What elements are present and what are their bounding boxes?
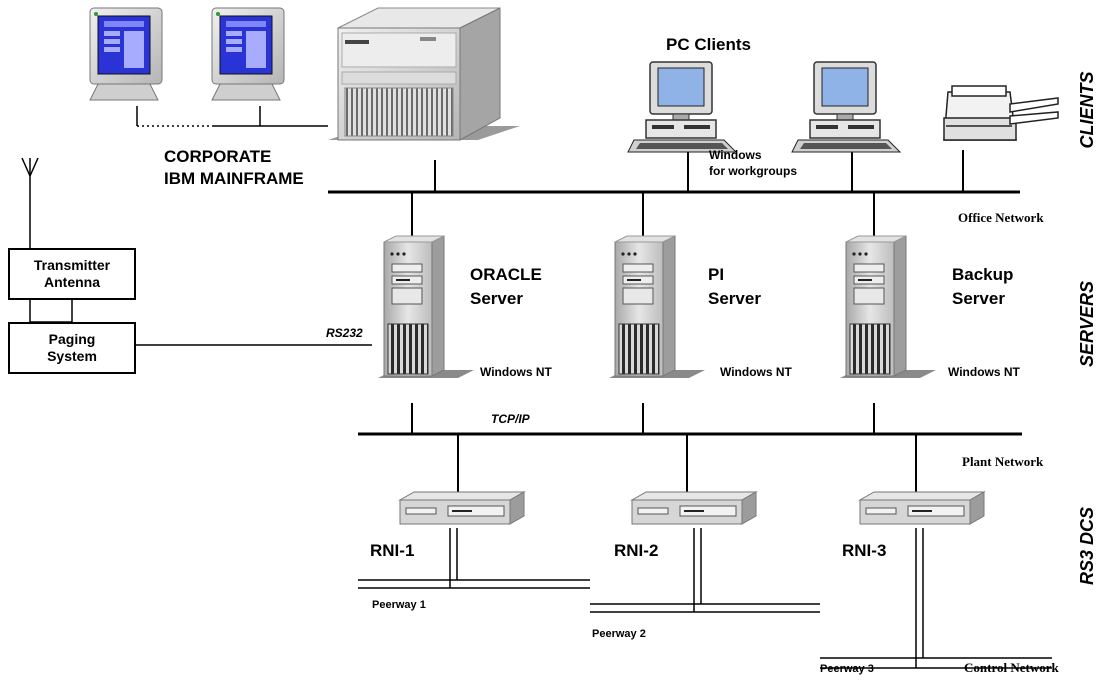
rni-rack-unit-icon bbox=[630, 491, 758, 525]
oracle-label-2: Server bbox=[470, 289, 523, 308]
ibm-terminal-icon bbox=[211, 7, 285, 101]
mainframe-icon bbox=[328, 7, 520, 141]
transmitter-antenna-box: Transmitter Antenna bbox=[8, 248, 136, 300]
peerway1-label: Peerway 1 bbox=[372, 599, 426, 611]
rni-rack-unit-icon bbox=[858, 491, 986, 525]
antenna-icon bbox=[21, 157, 39, 177]
rni3-label: RNI-3 bbox=[842, 541, 887, 560]
windows-nt-label-pi: Windows NT bbox=[720, 365, 792, 379]
ibm-terminal-icon bbox=[89, 7, 163, 101]
corporate-label: CORPORATE bbox=[164, 147, 272, 166]
windows-nt-label-backup: Windows NT bbox=[948, 365, 1020, 379]
peerway2-label: Peerway 2 bbox=[592, 628, 646, 640]
rni1-label: RNI-1 bbox=[370, 541, 415, 560]
windows-workgroups-label-1: Windows bbox=[709, 148, 762, 162]
transmitter-antenna-label: Transmitter Antenna bbox=[33, 257, 111, 290]
tower-server-icon bbox=[378, 235, 474, 378]
ibm-mainframe-label: IBM MAINFRAME bbox=[164, 169, 304, 188]
servers-side-label: SERVERS bbox=[1077, 280, 1097, 368]
office-network-label: Office Network bbox=[958, 210, 1044, 225]
windows-workgroups-label-2: for workgroups bbox=[709, 164, 798, 178]
pc-workstation-icon bbox=[791, 61, 902, 153]
plant-network-label: Plant Network bbox=[962, 454, 1044, 469]
rni2-label: RNI-2 bbox=[614, 541, 659, 560]
paging-system-label: Paging System bbox=[47, 331, 97, 364]
windows-nt-label-oracle: Windows NT bbox=[480, 365, 552, 379]
rs3-dcs-side-label: RS3 DCS bbox=[1077, 506, 1097, 586]
tower-server-icon bbox=[840, 235, 936, 378]
tower-server-icon bbox=[609, 235, 705, 378]
rni-rack-unit-icon bbox=[398, 491, 526, 525]
printer-icon bbox=[943, 85, 1059, 141]
backup-label-1: Backup bbox=[952, 265, 1014, 284]
peerway3-label: Peerway 3 bbox=[820, 663, 874, 675]
backup-label-2: Server bbox=[952, 289, 1005, 308]
pi-label-1: PI bbox=[708, 265, 725, 284]
oracle-label-1: ORACLE bbox=[470, 265, 542, 284]
rs232-label: RS232 bbox=[326, 326, 363, 340]
clients-side-label: CLIENTS bbox=[1077, 71, 1097, 149]
paging-system-box: Paging System bbox=[8, 322, 136, 374]
tcpip-label: TCP/IP bbox=[491, 412, 530, 426]
control-network-label: Control Network bbox=[964, 660, 1059, 675]
network-lines bbox=[29, 106, 1052, 669]
pc-workstation-icon bbox=[627, 61, 738, 153]
pi-label-2: Server bbox=[708, 289, 761, 308]
pc-clients-label: PC Clients bbox=[666, 35, 752, 54]
